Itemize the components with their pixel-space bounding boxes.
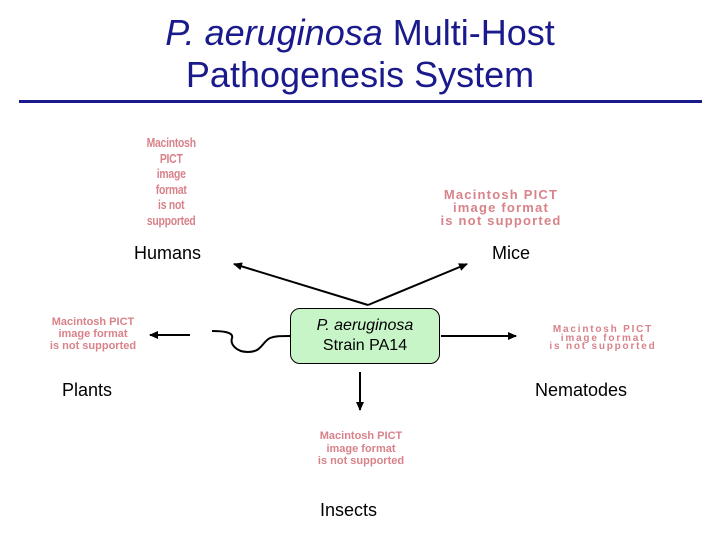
label-humans: Humans (134, 243, 202, 263)
center-species: P. aeruginosa (316, 317, 414, 334)
center-strain: Strain PA14 (322, 337, 408, 354)
title-divider (19, 100, 702, 103)
label-insects: Insects (320, 500, 378, 520)
pa14-node: P. aeruginosa Strain PA14 (290, 308, 440, 364)
title-line2: Pathogenesis System (185, 54, 535, 95)
arrow-to-humans (233, 262, 369, 306)
label-plants: Plants (62, 380, 113, 400)
arrow-to-mice (367, 263, 468, 306)
slide-title: P. aeruginosa Multi-Host Pathogenesis Sy… (60, 12, 660, 96)
title-species: P. aeruginosa (165, 12, 383, 53)
label-nematodes: Nematodes (535, 380, 628, 400)
label-mice: Mice (492, 243, 531, 263)
curly-connector (211, 330, 291, 354)
title-line1-rest: Multi-Host (382, 12, 555, 53)
